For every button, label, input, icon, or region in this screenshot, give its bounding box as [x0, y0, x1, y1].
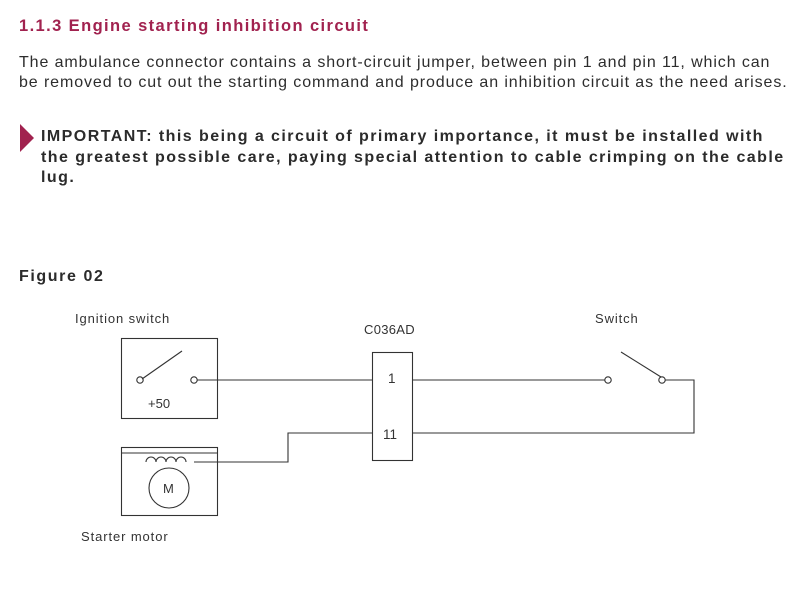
wire-pin11-to-motor — [194, 432, 372, 463]
starter-motor-box — [120, 446, 219, 517]
ignition-switch-label: Ignition switch — [75, 311, 171, 326]
switch-label: Switch — [595, 311, 639, 326]
figure-title: Figure 02 — [19, 268, 105, 285]
section-paragraph: The ambulance connector contains a short… — [19, 54, 788, 91]
ignition-contact-left — [136, 376, 144, 384]
important-note: IMPORTANT: this being a circuit of prima… — [41, 128, 785, 186]
ignition-terminal-label: +50 — [148, 396, 170, 411]
pin-1-label: 1 — [388, 371, 396, 386]
switch-contact-right — [658, 376, 666, 384]
switch-lever — [620, 351, 662, 378]
wire-switch-to-pin11 — [412, 379, 695, 434]
motor-symbol-label: M — [163, 481, 174, 496]
motor-coil-icon — [145, 456, 187, 463]
motor-symbol-circle — [148, 467, 190, 509]
ignition-switch-box — [120, 337, 219, 420]
important-marker-icon — [20, 124, 34, 152]
switch-contact-left — [604, 376, 612, 384]
ignition-contact-right — [190, 376, 198, 384]
starter-motor-label: Starter motor — [81, 529, 169, 544]
ignition-switch-lever — [141, 350, 183, 380]
connector-label: C036AD — [364, 322, 415, 337]
pin-11-label: 11 — [383, 427, 397, 442]
connector-box — [371, 351, 414, 462]
section-heading: 1.1.3 Engine starting inhibition circuit — [19, 17, 370, 35]
